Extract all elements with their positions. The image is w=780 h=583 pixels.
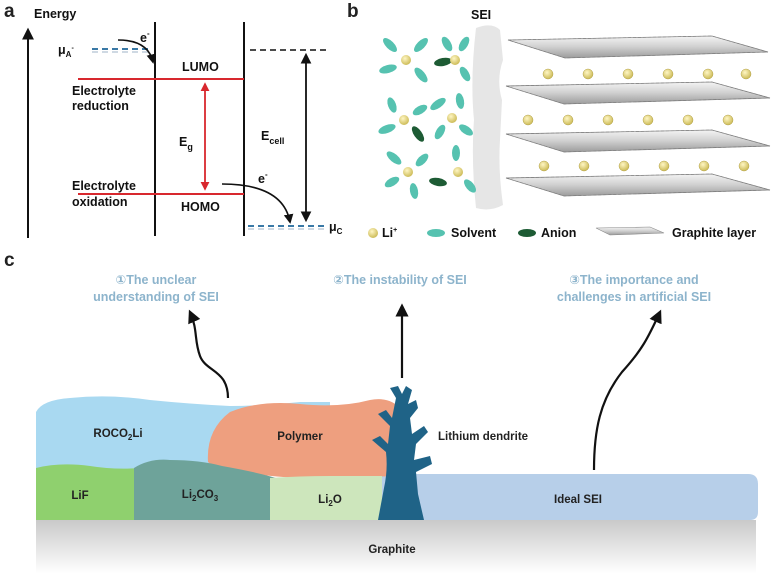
issue-3-arrow (592, 309, 662, 471)
free-anion (429, 177, 447, 187)
panel-a: a Energy μA- e- LUMO HOMO Electrolyte re… (4, 1, 343, 238)
panel-c: c ①The unclear understanding of SEI ②The… (4, 250, 758, 574)
sei-film (472, 25, 503, 210)
reduction-label-line2: reduction (72, 99, 129, 113)
lithium-dendrite-label: Lithium dendrite (438, 431, 528, 443)
ideal-sei-label: Ideal SEI (554, 494, 602, 506)
legend-solvent-swatch (427, 229, 445, 237)
reduction-label-line1: Electrolyte (72, 84, 136, 98)
lithium-dendrite (372, 386, 432, 520)
graphite-sheet (507, 35, 769, 59)
panel-a-label: a (4, 1, 15, 22)
ideal-sei-layer (380, 474, 758, 520)
free-anion (434, 57, 452, 67)
solvation-clusters (378, 36, 476, 199)
sei-label: SEI (471, 8, 491, 22)
mu-a-label: μA- (58, 43, 74, 59)
issue-3-line2: challenges in artificial SEI (557, 290, 711, 304)
solvated-li-cluster (384, 151, 429, 199)
graphite-sheet (505, 129, 771, 153)
panel-b: b SEI (347, 1, 771, 240)
graphite-label: Graphite (368, 544, 415, 556)
roco2li-label: ROCO2Li (93, 428, 142, 442)
legend-li-label: Li+ (382, 226, 397, 240)
solvated-li-cluster (378, 97, 428, 142)
lumo-label: LUMO (182, 60, 219, 74)
legend-anion-label: Anion (541, 226, 576, 240)
solvated-li-cluster (441, 36, 471, 82)
li2co3-label: Li2CO3 (182, 489, 219, 503)
electron-transfer-arrow-bottom (221, 183, 294, 224)
oxidation-label-line1: Electrolyte (72, 179, 136, 193)
graphite-sheet (505, 81, 771, 105)
legend-solvent-label: Solvent (451, 226, 497, 240)
solvated-li-cluster (430, 93, 473, 140)
legend-graphite-swatch (595, 226, 665, 236)
polymer-label: Polymer (277, 431, 323, 443)
solvated-li-cluster (452, 145, 476, 193)
homo-label: HOMO (181, 200, 220, 214)
graphite-sheet (505, 173, 771, 197)
intercalated-li-ions (522, 68, 752, 172)
polymer-layer (207, 399, 407, 478)
lif-label: LiF (71, 490, 88, 502)
band-gap-label: Eg (179, 135, 193, 152)
energy-axis-label: Energy (34, 7, 76, 21)
issue-1-line2: understanding of SEI (93, 290, 219, 304)
panel-c-label: c (4, 250, 15, 271)
graphite-layers (505, 35, 771, 197)
graphite-substrate (36, 520, 756, 574)
li2o-label: Li2O (318, 494, 342, 508)
issue-1-line1: ①The unclear (116, 273, 197, 287)
legend-graphite-label: Graphite layer (672, 226, 756, 240)
panel-b-legend: Li+ Solvent Anion Graphite layer (368, 226, 756, 240)
issue-3-line1: ③The importance and (569, 273, 698, 287)
electron-label-top: e- (140, 29, 150, 45)
li2co3-layer (134, 459, 276, 520)
panel-b-label: b (347, 1, 359, 22)
oxidation-label-line2: oxidation (72, 195, 128, 209)
electron-label-bottom: e- (258, 170, 268, 186)
electron-transfer-arrow-top (117, 39, 156, 64)
cell-voltage-label: Ecell (261, 129, 284, 146)
legend-li-swatch (368, 228, 378, 238)
issue-1-arrow (188, 309, 230, 399)
solvated-li-cluster (379, 38, 428, 83)
legend-anion-swatch (518, 229, 536, 237)
issue-2: ②The instability of SEI (333, 273, 467, 287)
mu-c-label: μC (329, 220, 343, 236)
lif-layer (36, 464, 140, 520)
li2o-layer (270, 476, 382, 520)
